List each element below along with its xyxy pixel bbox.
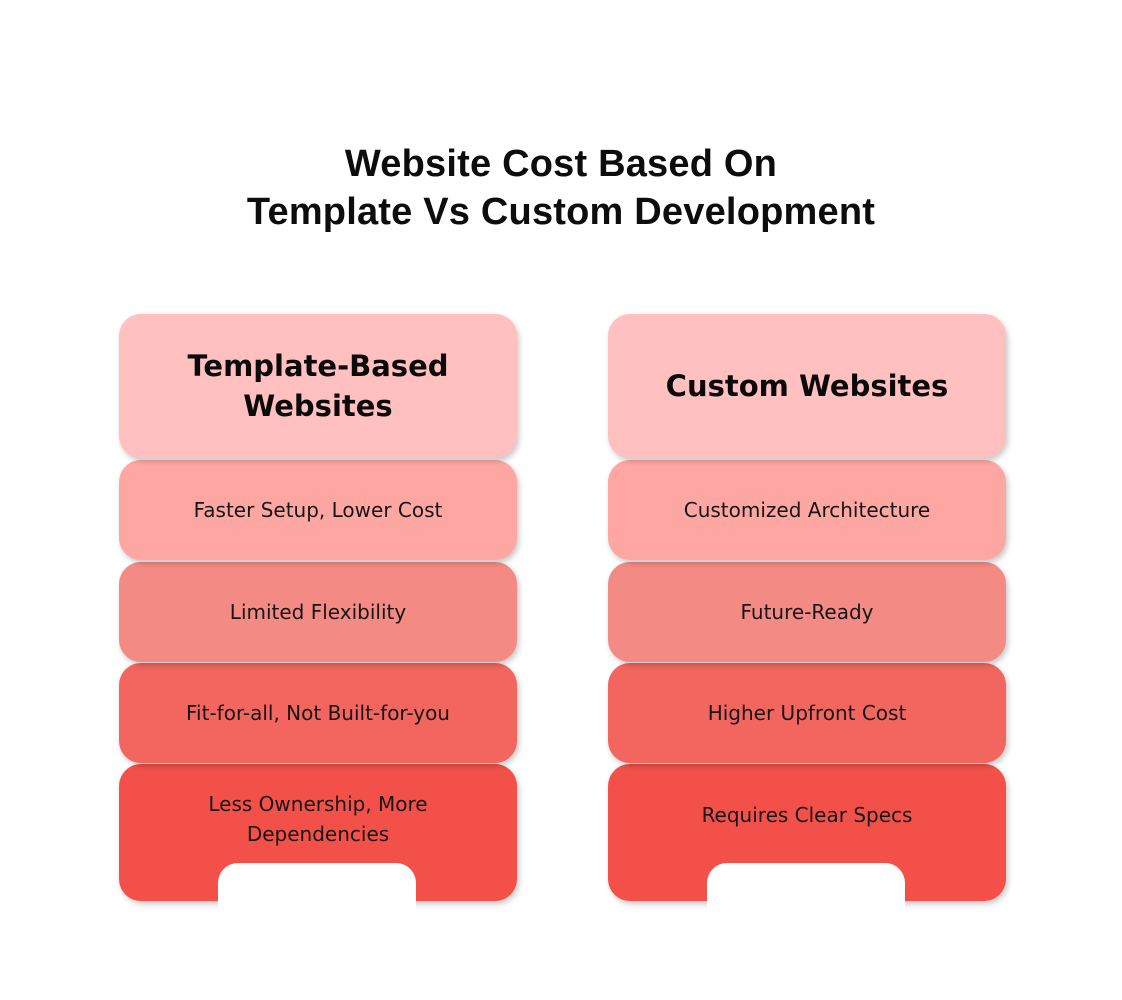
custom-column-notch [707,863,905,909]
custom-header: Custom Websites [665,369,949,403]
custom-item-1: Customized Architecture [683,498,931,522]
custom-item-2: Future-Ready [740,600,874,624]
template-item-4: Less Ownership, More Dependencies [208,792,428,846]
template-based-header: Template-Based Websites [187,349,449,423]
template-column-notch [218,863,416,909]
page-title: Website Cost Based On Template Vs Custom… [0,140,1122,236]
template-item-card-3: Fit-for-all, Not Built-for-you [119,663,517,763]
template-item-card-2: Limited Flexibility [119,562,517,662]
template-item-3: Fit-for-all, Not Built-for-you [186,701,450,725]
custom-item-3: Higher Upfront Cost [707,701,907,725]
template-item-1: Faster Setup, Lower Cost [193,498,443,522]
custom-item-card-2: Future-Ready [608,562,1006,662]
custom-item-4: Requires Clear Specs [701,802,913,827]
custom-item-card-3: Higher Upfront Cost [608,663,1006,763]
title-line-1: Website Cost Based On [344,143,778,185]
custom-header-card: Custom Websites [608,314,1006,458]
title-line-2: Template Vs Custom Development [246,191,876,233]
custom-item-card-1: Customized Architecture [608,460,1006,560]
template-based-header-card: Template-Based Websites [119,314,517,458]
template-item-card-1: Faster Setup, Lower Cost [119,460,517,560]
template-item-2: Limited Flexibility [229,600,407,624]
